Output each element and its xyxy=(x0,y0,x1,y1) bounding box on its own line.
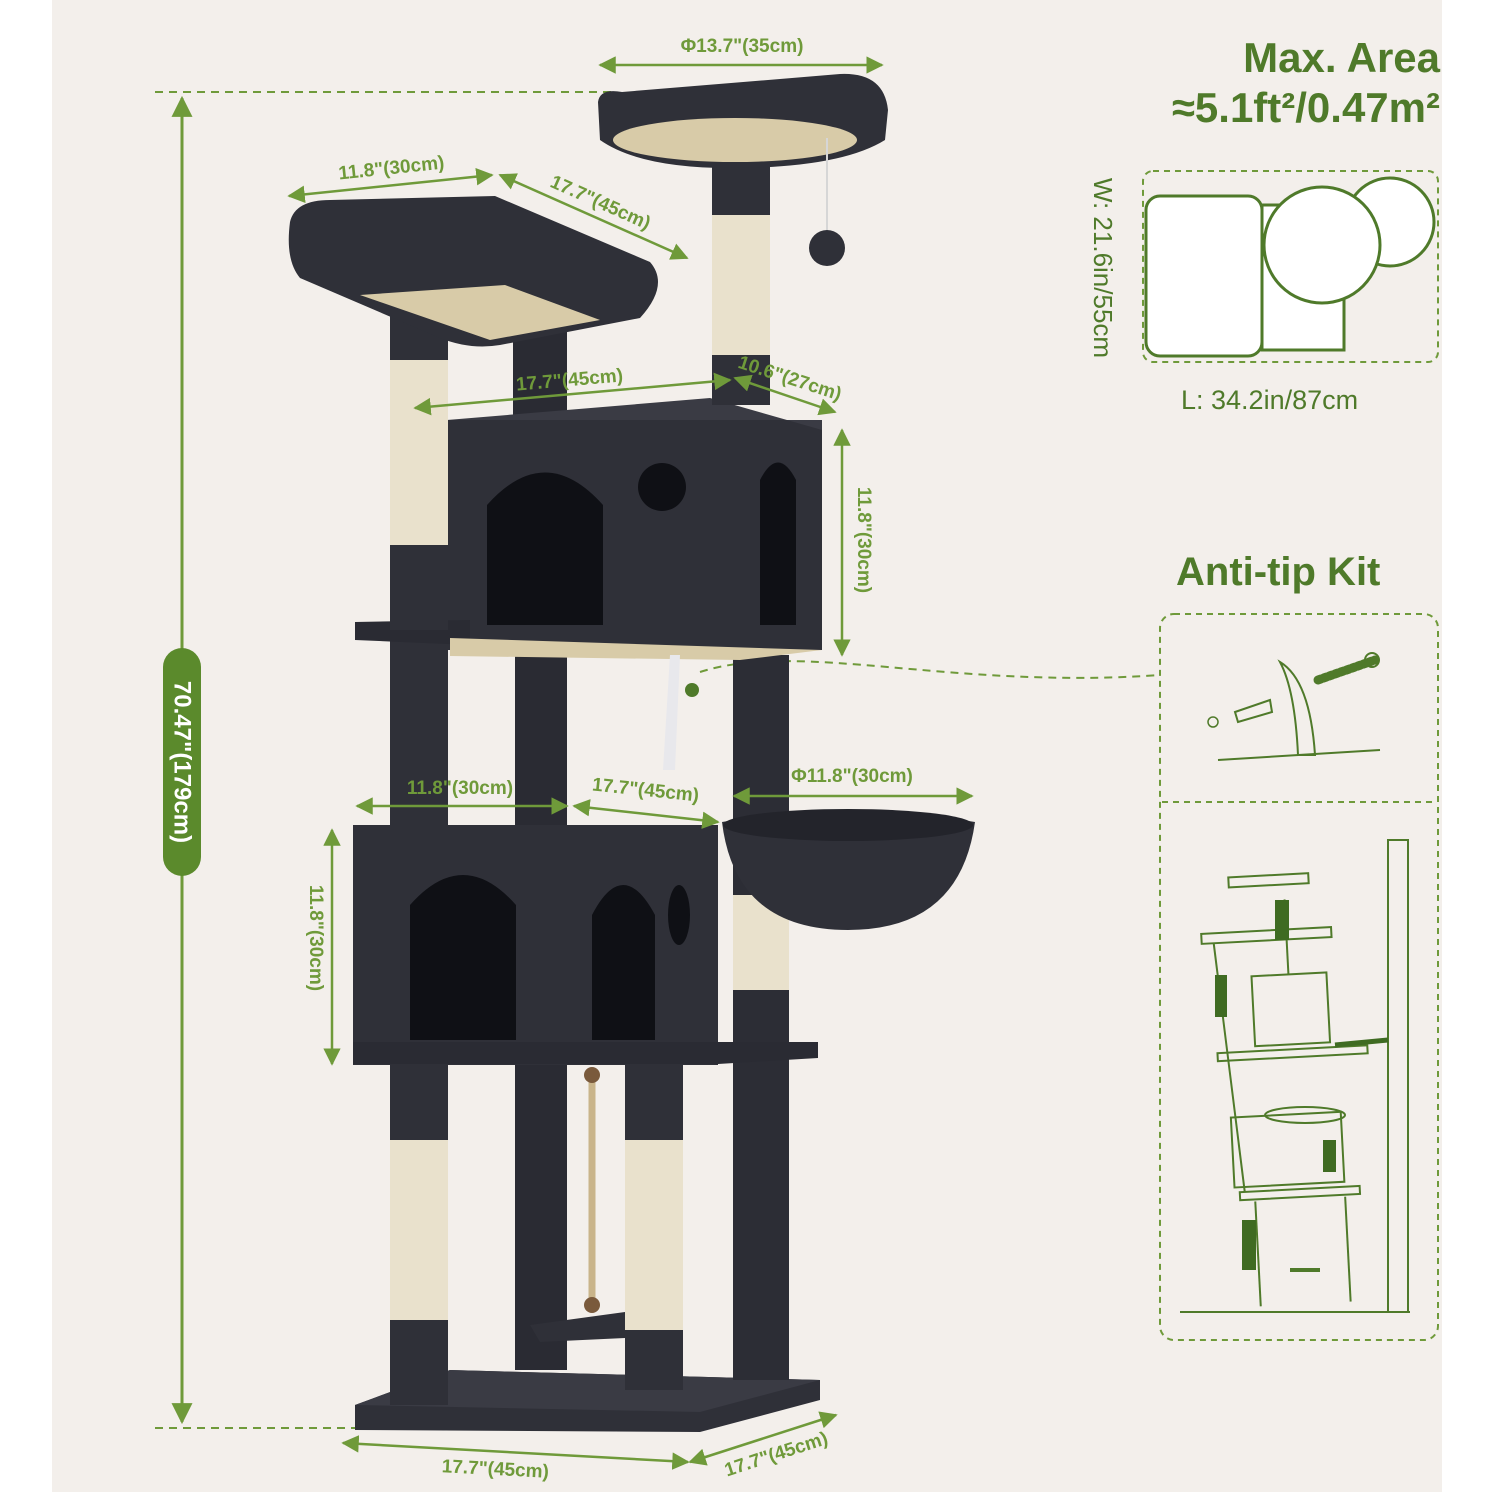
dim-base-length: 17.7"(45cm) xyxy=(441,1456,549,1483)
height-pill: 70.47"(179cm) xyxy=(163,648,201,876)
dim-basket-diameter: Φ11.8"(30cm) xyxy=(791,766,913,787)
footprint-width-label: W: 21.6in/55cm xyxy=(1088,178,1118,358)
dim-top-perch-diameter: Φ13.7"(35cm) xyxy=(681,36,804,57)
cat-tree xyxy=(288,73,975,1432)
lower-condo xyxy=(353,825,718,1065)
dim-lower-mid-width: 17.7"(45cm) xyxy=(591,774,700,806)
hammock-basket xyxy=(722,811,975,930)
back-post-right xyxy=(733,655,789,1380)
pompom-toy xyxy=(809,230,845,266)
sisal-top-post xyxy=(712,215,770,355)
sisal-front-left xyxy=(390,1140,448,1320)
anti-tip-diagram xyxy=(1159,613,1439,1341)
dim-height: 70.47"(179cm) xyxy=(169,681,196,843)
footprint-length-label: L: 34.2in/87cm xyxy=(1181,385,1359,415)
footprint-diagram: W: 21.6in/55cm xyxy=(1088,170,1439,363)
sisal-front-mid xyxy=(625,1140,683,1330)
dim-top-platform-width: 11.8"(30cm) xyxy=(338,153,446,185)
lower-condo-ledge xyxy=(353,1042,818,1064)
dimension-arrows xyxy=(287,56,974,1470)
back-post-left xyxy=(515,1060,567,1370)
dim-lower-condo-height: 11.8"(30cm) xyxy=(305,885,326,991)
max-area-title: Max. Area xyxy=(1243,34,1440,81)
max-area-value: ≈5.1ft²/0.47m² xyxy=(1171,84,1440,131)
dim-base-depth: 17.7"(45cm) xyxy=(722,1428,830,1481)
dim-upper-condo-height: 11.8"(30cm) xyxy=(853,487,874,593)
sisal-upper-left xyxy=(390,360,448,545)
anti-tip-title: Anti-tip Kit xyxy=(1176,550,1381,594)
dim-lower-left-width: 11.8"(30cm) xyxy=(407,778,513,799)
